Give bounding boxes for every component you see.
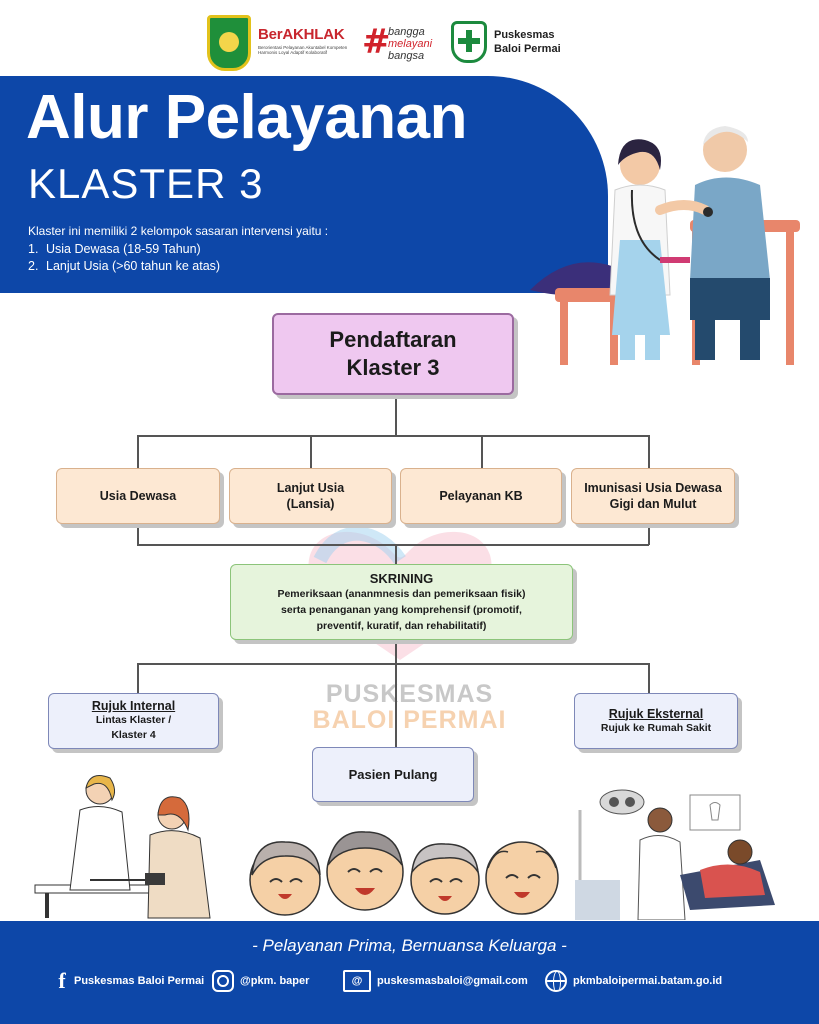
- internal-referral-line1: Lintas Klaster /: [95, 714, 172, 726]
- website-link[interactable]: pkmbaloipermai.batam.go.id: [545, 969, 722, 993]
- batam-seal-logo: [207, 15, 251, 71]
- screening-line2: serta penanganan yang komprehensif (prom…: [281, 603, 522, 616]
- category-box-imunisasi: Imunisasi Usia Dewasa Gigi dan Mulut: [571, 468, 735, 524]
- connector-line: [137, 663, 139, 693]
- discharge-box: Pasien Pulang: [312, 747, 474, 802]
- puskesmas-logo-line2: Baloi Permai: [494, 43, 561, 55]
- screening-title: SKRINING: [369, 570, 434, 586]
- watermark-line1: PUSKESMAS: [325, 680, 494, 708]
- external-referral-title: Rujuk Eksternal: [608, 706, 704, 721]
- bangga-melayani-bangsa-logo: # bangga melayani bangsa: [362, 24, 452, 64]
- category-label-line2: Gigi dan Mulut: [609, 497, 697, 511]
- connector-line: [395, 640, 397, 747]
- category-box-pelayanan-kb: Pelayanan KB: [400, 468, 562, 524]
- registration-line2: Klaster 3: [346, 355, 440, 380]
- category-label: Usia Dewasa: [99, 489, 177, 503]
- berakhlak-logo-text: BerAKHLAK: [258, 26, 345, 43]
- bangsa-word: bangsa: [388, 50, 425, 62]
- elderly-people-illustration: [249, 831, 559, 916]
- watermark-line2: BALOI PERMAI: [312, 706, 507, 734]
- list-item-text: Usia Dewasa (18-59 Tahun): [46, 242, 201, 256]
- dentist-illustration: [575, 789, 775, 920]
- facebook-link[interactable]: f Puskesmas Baloi Permai: [56, 968, 205, 993]
- screening-line1: Pemeriksaan (ananmnesis dan pemeriksaan …: [277, 587, 526, 600]
- website-label: pkmbaloipermai.batam.go.id: [573, 975, 723, 987]
- discharge-label: Pasien Pulang: [348, 767, 438, 782]
- screening-box: SKRINING Pemeriksaan (ananmnesis dan pem…: [230, 564, 573, 640]
- globe-icon: [545, 970, 567, 992]
- footer-bar: [0, 921, 819, 1024]
- list-item-number: 1.: [28, 242, 39, 256]
- connector-line: [648, 663, 650, 693]
- category-label: Pelayanan KB: [439, 489, 523, 503]
- registration-line1: Pendaftaran: [329, 327, 457, 352]
- category-box-lanjut-usia: Lanjut Usia (Lansia): [229, 468, 392, 524]
- blood-pressure-check-illustration: [34, 775, 211, 919]
- external-referral-line1: Rujuk ke Rumah Sakit: [600, 721, 712, 734]
- bangga-word: bangga: [388, 26, 425, 38]
- connector-line: [310, 435, 312, 468]
- page-subtitle: KLASTER 3: [28, 160, 264, 207]
- logo-bar: BerAKHLAK Berorientasi Pelayanan Akuntab…: [0, 10, 819, 74]
- screening-line3: preventif, kuratif, dan rehabilitatif): [316, 619, 487, 632]
- footer-tagline: - Pelayanan Prima, Bernuansa Keluarga -: [252, 936, 567, 955]
- target-group-list: 1. Usia Dewasa (18-59 Tahun) 2. Lanjut Usi…: [28, 241, 220, 275]
- email-link[interactable]: @ puskesmasbaloi@gmail.com: [343, 969, 528, 993]
- email-icon: @: [343, 970, 371, 992]
- hero-intro-text: Klaster ini memiliki 2 kelompok sasaran …: [28, 224, 329, 238]
- page-title: Alur Pelayanan: [26, 83, 467, 152]
- berakhlak-logo: BerAKHLAK Berorientasi Pelayanan Akuntab…: [258, 26, 354, 55]
- category-label-line2: (Lansia): [286, 497, 335, 511]
- list-item-number: 2.: [28, 259, 39, 273]
- melayani-word: melayani: [388, 38, 433, 50]
- external-referral-box: Rujuk Eksternal Rujuk ke Rumah Sakit: [574, 693, 738, 749]
- list-item: 2. Lanjut Usia (>60 tahun ke atas): [28, 258, 220, 275]
- berakhlak-logo-subtext: Berorientasi Pelayanan Akuntabel Kompete…: [258, 45, 348, 55]
- puskesmas-logo-line1: Puskesmas: [494, 29, 555, 41]
- email-label: puskesmasbaloi@gmail.com: [377, 975, 528, 987]
- instagram-icon: [212, 970, 234, 992]
- facebook-label: Puskesmas Baloi Permai: [74, 975, 205, 987]
- puskesmas-cross-icon: [451, 21, 487, 63]
- connector-line: [137, 544, 649, 546]
- connector-line: [395, 544, 397, 564]
- connector-line: [481, 435, 483, 468]
- doctor-patient-illustration: [530, 126, 800, 365]
- list-item: 1. Usia Dewasa (18-59 Tahun): [28, 241, 220, 258]
- internal-referral-title: Rujuk Internal: [91, 699, 176, 713]
- hashtag-icon: #: [362, 22, 391, 62]
- category-label: Imunisasi Usia Dewasa: [584, 481, 722, 495]
- puskesmas-logo-text: Puskesmas Baloi Permai: [494, 28, 561, 56]
- internal-referral-box: Rujuk Internal Lintas Klaster / Klaster …: [48, 693, 219, 749]
- connector-line: [395, 395, 397, 436]
- list-item-text: Lanjut Usia (>60 tahun ke atas): [46, 259, 221, 273]
- hero-banner: [0, 76, 608, 293]
- internal-referral-line2: Klaster 4: [111, 729, 156, 741]
- instagram-label: @pkm. baper: [240, 975, 310, 987]
- connector-line: [137, 663, 649, 665]
- category-box-usia-dewasa: Usia Dewasa: [56, 468, 220, 524]
- category-label: Lanjut Usia: [276, 481, 345, 495]
- registration-box: Pendaftaran Klaster 3: [272, 313, 514, 395]
- instagram-link[interactable]: @pkm. baper: [212, 969, 309, 993]
- connector-line: [137, 435, 649, 437]
- facebook-icon: f: [58, 968, 66, 993]
